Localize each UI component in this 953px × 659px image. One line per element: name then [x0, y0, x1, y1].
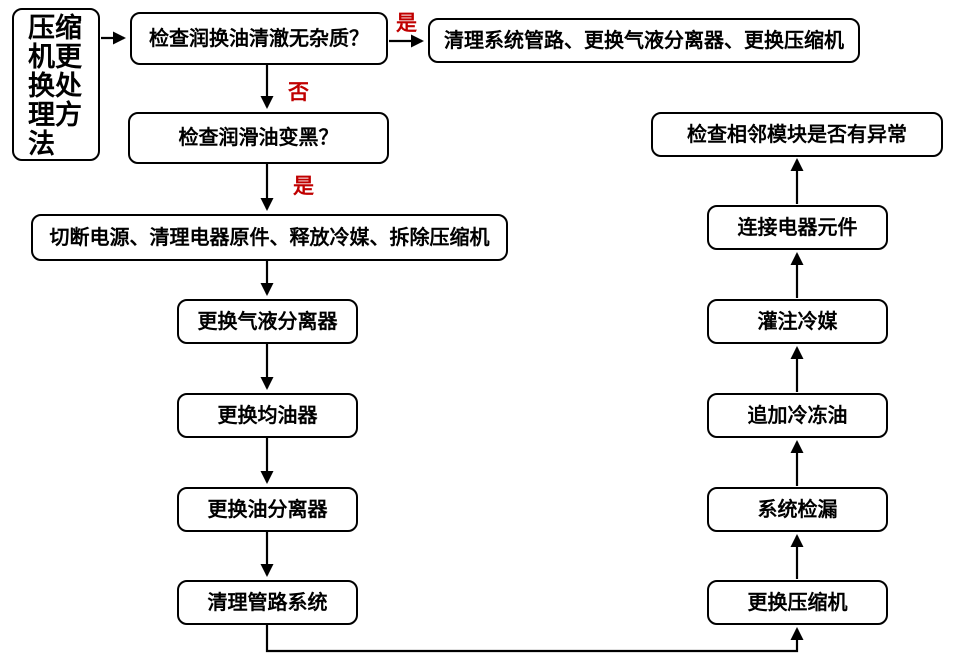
node-check-adjacent-modules: 检查相邻模块是否有异常 — [651, 112, 943, 157]
node-label: 清理管路系统 — [207, 591, 328, 614]
node-replace-oil-equalizer: 更换均油器 — [177, 393, 358, 438]
edge-label-no-mid: 否 — [288, 81, 309, 104]
node-cut-power-remove: 切断电源、清理电器原件、释放冷媒、拆除压缩机 — [31, 214, 508, 261]
node-replace-compressor: 更换压缩机 — [707, 580, 888, 625]
node-label: 更换油分离器 — [207, 498, 328, 521]
node-label: 追加冷冻油 — [747, 404, 848, 427]
node-clean-pipe-system: 清理管路系统 — [177, 580, 358, 625]
node-check-oil-clear: 检查润换油清澈无杂质？ — [130, 12, 388, 65]
node-fill-refrigerant: 灌注冷媒 — [707, 299, 888, 344]
node-label: 检查润滑油变黑？ — [178, 127, 339, 149]
node-add-refrigeration-oil: 追加冷冻油 — [707, 393, 888, 438]
flowchart-title: 压缩机更换处理方法 — [12, 8, 100, 161]
node-label: 连接电器元件 — [737, 216, 858, 239]
node-label: 更换气液分离器 — [197, 310, 338, 333]
edge-label-yes-mid: 是 — [293, 175, 314, 198]
node-label: 更换压缩机 — [747, 591, 848, 614]
edge-label-yes-top: 是 — [396, 12, 417, 35]
node-label: 检查润换油清澈无杂质？ — [149, 27, 369, 50]
node-label: 清理系统管路、更换气液分离器、更换压缩机 — [444, 29, 844, 52]
node-check-oil-black: 检查润滑油变黑？ — [128, 112, 389, 164]
node-clean-system-replace: 清理系统管路、更换气液分离器、更换压缩机 — [428, 18, 860, 63]
node-label: 检查相邻模块是否有异常 — [687, 123, 907, 146]
node-system-leak-check: 系统检漏 — [707, 487, 888, 532]
node-label: 灌注冷媒 — [757, 310, 838, 333]
node-label: 更换均油器 — [217, 404, 318, 427]
node-connect-electrical: 连接电器元件 — [707, 205, 888, 250]
node-label: 切断电源、清理电器原件、释放冷媒、拆除压缩机 — [49, 226, 490, 249]
flowchart-title-text: 压缩机更换处理方法 — [28, 13, 82, 159]
node-replace-oil-separator: 更换油分离器 — [177, 487, 358, 532]
node-label: 系统检漏 — [757, 498, 838, 521]
node-replace-gas-liquid-separator: 更换气液分离器 — [177, 299, 358, 344]
